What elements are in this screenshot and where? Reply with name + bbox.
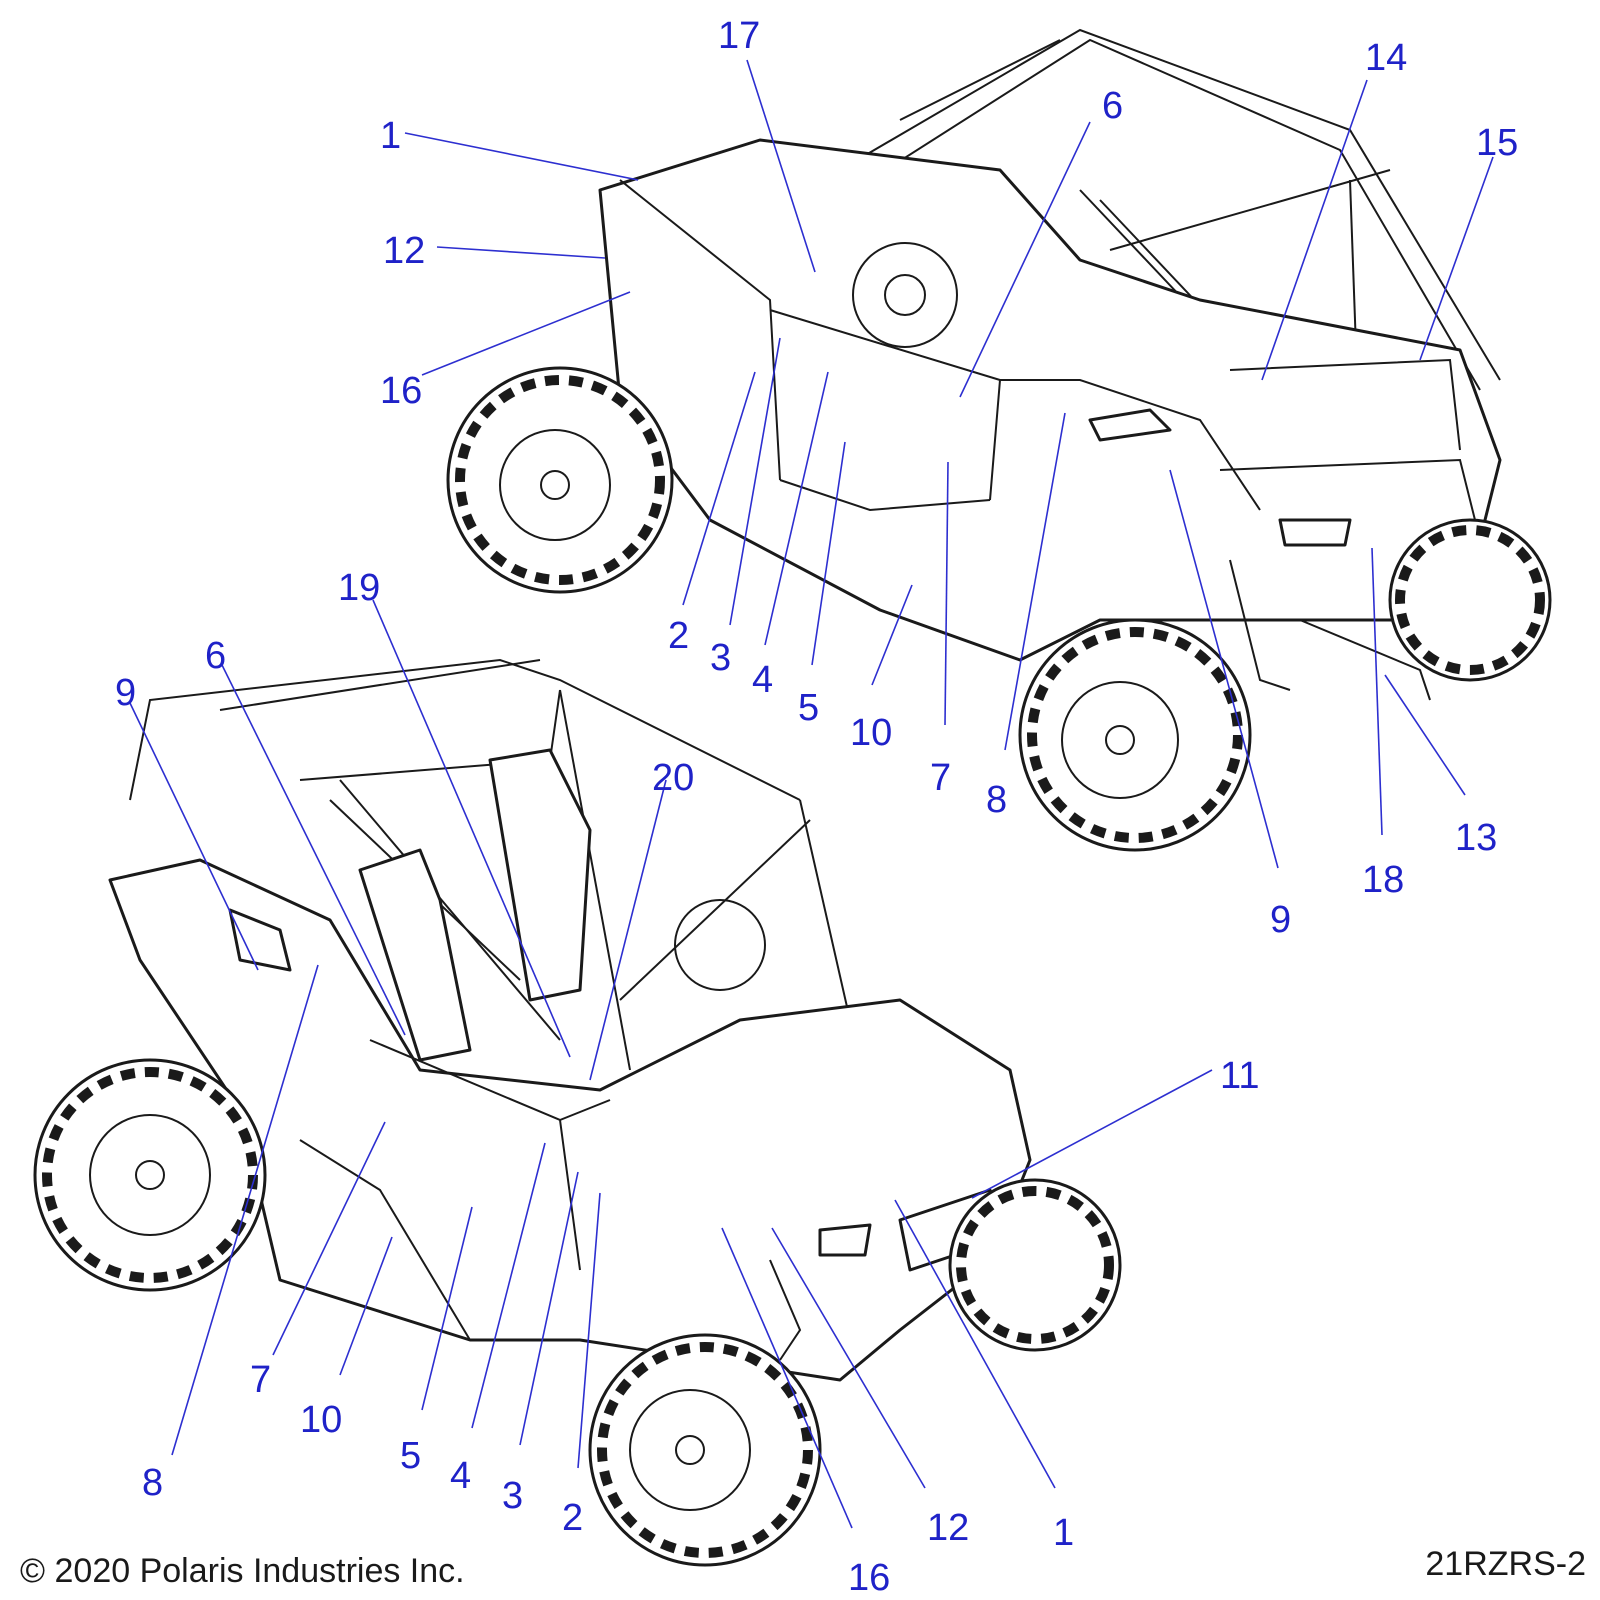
vehicle-rear-view xyxy=(446,28,1552,852)
callout-12-bottom: 12 xyxy=(927,1507,969,1549)
callout-16-bottom: 16 xyxy=(848,1557,890,1599)
callout-1-top: 1 xyxy=(380,115,401,157)
callout-11: 11 xyxy=(1220,1055,1259,1097)
callout-12-top: 12 xyxy=(383,230,425,272)
callout-5-top: 5 xyxy=(798,687,819,729)
callout-7-bottom: 7 xyxy=(250,1359,271,1401)
callout-10-top: 10 xyxy=(850,712,892,754)
callout-4-bottom: 4 xyxy=(450,1455,471,1497)
copyright-notice: © 2020 Polaris Industries Inc. xyxy=(20,1552,465,1590)
callout-17: 17 xyxy=(718,15,760,57)
diagram-id: 21RZRS-2 xyxy=(1425,1545,1586,1583)
callout-20: 20 xyxy=(652,757,694,799)
callout-8-top: 8 xyxy=(986,779,1007,821)
callout-8-bottom: 8 xyxy=(142,1462,163,1504)
callout-6-top: 6 xyxy=(1102,85,1123,127)
callout-2-bottom: 2 xyxy=(562,1497,583,1539)
callout-4-top: 4 xyxy=(752,659,773,701)
callout-14: 14 xyxy=(1365,37,1407,79)
callout-1-bottom: 1 xyxy=(1053,1512,1074,1554)
callout-9-top: 9 xyxy=(1270,899,1291,941)
callout-13: 13 xyxy=(1455,817,1497,859)
callout-5-bottom: 5 xyxy=(400,1435,421,1477)
callout-9-bottom: 9 xyxy=(115,672,136,714)
callout-3-bottom: 3 xyxy=(502,1475,523,1517)
callout-16-top: 16 xyxy=(380,370,422,412)
callout-6-bottom: 6 xyxy=(205,635,226,677)
callout-7-top: 7 xyxy=(930,757,951,799)
callout-3-top: 3 xyxy=(710,637,731,679)
callout-19: 19 xyxy=(338,567,380,609)
vehicle-front-view xyxy=(33,658,1122,1567)
callout-labels: 1 12 16 17 6 14 15 2 3 4 5 10 7 8 9 13 1… xyxy=(115,15,1518,1599)
callout-10-bottom: 10 xyxy=(300,1399,342,1441)
callout-2-top: 2 xyxy=(668,615,689,657)
leader-lines xyxy=(129,59,1494,1529)
callout-15: 15 xyxy=(1476,122,1518,164)
callout-18: 18 xyxy=(1362,859,1404,901)
